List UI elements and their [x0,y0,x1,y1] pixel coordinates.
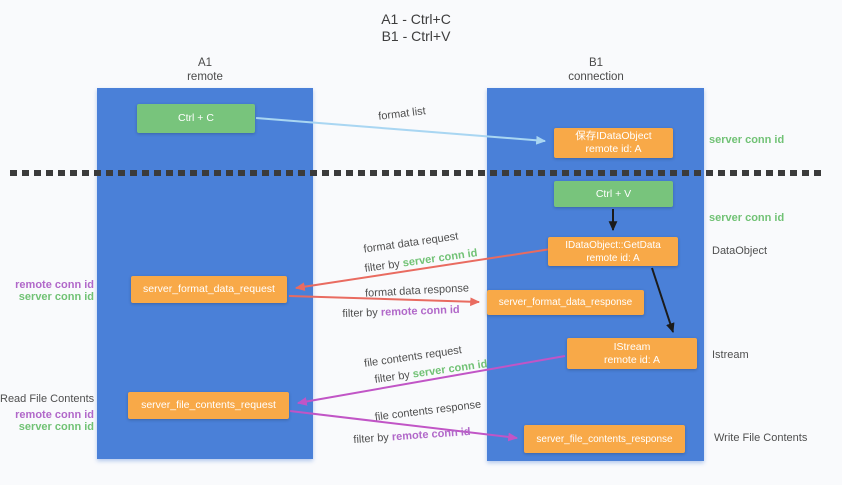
node-istream-line1: IStream [613,340,651,353]
anno-remote-conn-id-file: remote conn id [15,409,94,421]
arrow-file-contents-response [289,410,519,442]
column-a-header: A1 remote [137,56,273,84]
node-save-idataobject: 保存IDataObject remote id: A [554,128,673,158]
node-save-idataobject-line1: 保存IDataObject [575,130,652,142]
node-ctrl-c-label: Ctrl + C [178,112,214,124]
arrow-format-data-request [294,248,552,292]
arrow-format-data-response [288,295,481,307]
anno-server-conn-id-format: server conn id [18,290,94,303]
node-server-file-contents-request: server_file_contents_request [128,392,289,419]
node-file-response-label: server_file_contents_response [536,433,673,445]
arrow-file-contents-request [296,355,566,406]
diagram-title: A1 - Ctrl+C B1 - Ctrl+V [0,11,832,45]
anno-format-conn-ids: remote conn id server conn id [0,279,94,303]
anno-remote-conn-id-format: remote conn id [15,279,94,291]
node-server-format-data-response: server_format_data_response [487,290,644,315]
node-istream: IStream remote id: A [567,338,697,369]
node-server-file-contents-response: server_file_contents_response [524,425,685,453]
node-getdata-line1: IDataObject::GetData [565,239,661,251]
anno-server-conn-id-file: server conn id [18,420,94,433]
node-istream-line2: remote id: A [603,353,661,366]
anno-server-conn-id-mid: server conn id [709,212,785,224]
column-b-subtitle: connection [568,71,624,83]
node-save-idataobject-line2: remote id: A [585,143,642,155]
node-ctrl-v: Ctrl + V [554,181,673,207]
node-file-request-label: server_file_contents_request [141,399,276,411]
arrow-format-list [255,117,547,145]
node-idataobject-getdata: IDataObject::GetData remote id: A [548,237,678,266]
arrow-getdata-to-istream [651,267,675,334]
column-b-header: B1 connection [528,56,664,84]
filter-prefix: filter by [342,306,379,321]
filter-prefix: filter by [353,431,390,447]
column-a-subtitle: remote [187,71,223,83]
title-line-1: A1 - Ctrl+C [381,11,451,27]
node-ctrl-c: Ctrl + C [137,104,255,133]
anno-read-file-contents: Read File Contents [0,393,95,405]
node-ctrl-v-label: Ctrl + V [595,187,632,200]
node-server-format-data-request: server_format_data_request [131,276,287,303]
node-getdata-line2: remote id: A [586,252,640,264]
title-line-2: B1 - Ctrl+V [381,28,451,44]
anno-dataobject: DataObject [712,245,768,257]
anno-istream: Istream [712,349,749,361]
node-format-response-label: server_format_data_response [498,297,633,308]
column-b-title: B1 [588,57,604,69]
column-a-title: A1 [197,57,213,69]
anno-write-file-contents: Write File Contents [714,432,808,444]
node-format-request-label: server_format_data_request [143,283,275,295]
anno-file-conn-ids: remote conn id server conn id [0,409,94,433]
anno-server-conn-id-top: server conn id [709,134,785,146]
